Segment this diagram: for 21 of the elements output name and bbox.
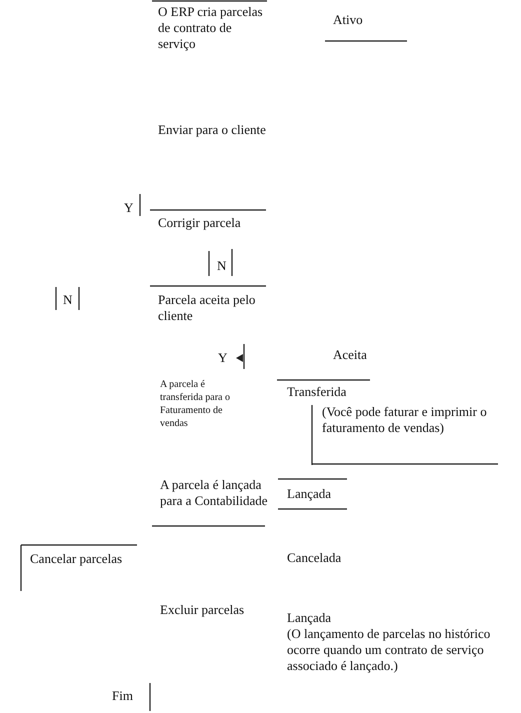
branch-label: Y (218, 350, 228, 366)
note-text: (Você pode faturar e imprimir o faturamento de vendas) (322, 404, 488, 436)
step-text: O ERP cria parcelas de contrato de serviço (158, 4, 268, 52)
step-text: Corrigir parcela (158, 215, 268, 231)
branch-label: N (63, 292, 72, 308)
status-title: Transferida (287, 384, 348, 400)
step-text: Aceita (333, 347, 403, 363)
branch-label: Y (124, 200, 134, 216)
step-text: Cancelar parcelas (30, 551, 130, 567)
step-text: Lançada (287, 486, 357, 502)
step-text: Ativo (333, 12, 403, 28)
end-label: Fim (112, 688, 142, 704)
step-text: Enviar para o cliente (158, 122, 268, 138)
branch-label: N (217, 258, 226, 274)
step-text: A parcela é transferida para o Faturamento de vendas (160, 378, 250, 430)
step-text: Excluir parcelas (160, 602, 270, 618)
status-title: Lançada (287, 610, 332, 626)
note-text: (O lançamento de parcelas no histórico ocorre quando um contrato de serviço associado é lançado.) (287, 626, 492, 674)
step-text: Cancelada (287, 550, 377, 566)
step-text: A parcela é lançada para a Contabilidade (160, 477, 270, 509)
step-text: Parcela aceita pelo cliente (158, 292, 268, 324)
